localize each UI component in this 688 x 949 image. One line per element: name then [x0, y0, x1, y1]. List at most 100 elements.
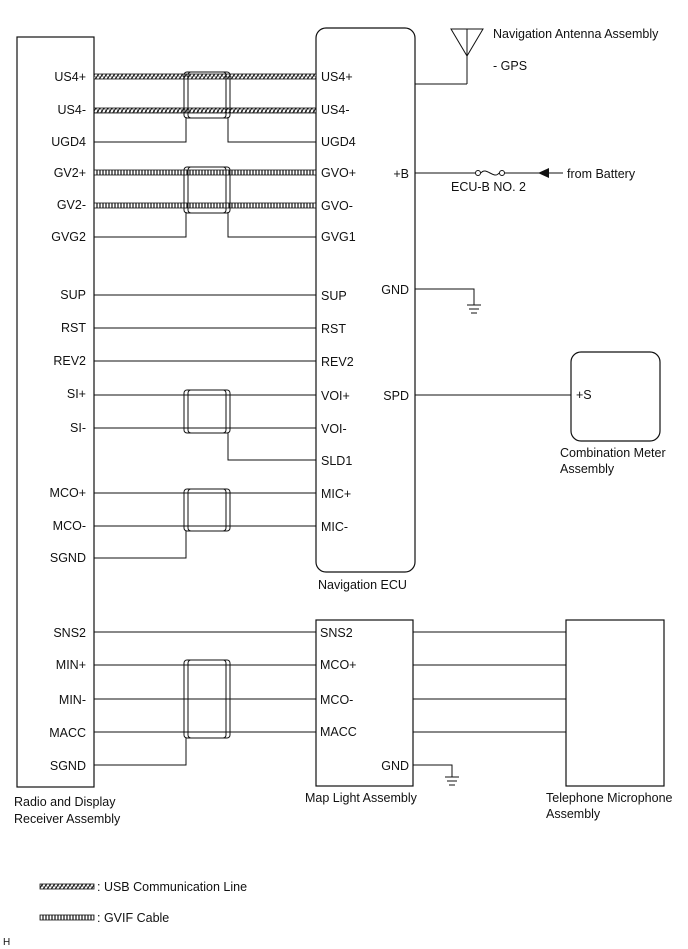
gvif-line-gv-minus [93, 202, 317, 209]
nav-ecu-pin-plus-b: +B [393, 167, 409, 181]
battery-arrow-icon [538, 168, 549, 178]
map-light-pin: MCO+ [320, 658, 356, 672]
radio-pin: GV2- [57, 198, 86, 212]
nav-ecu-pin: US4- [321, 103, 349, 117]
combination-meter-pin: +S [576, 388, 592, 402]
ground-wire-nav-ecu [415, 288, 475, 305]
antenna-label: Navigation Antenna Assembly [493, 27, 659, 41]
legend-usb-swatch [39, 883, 95, 890]
radio-receiver-assembly: Radio and Display Receiver Assembly [14, 36, 121, 826]
corner-mark: H [3, 937, 10, 948]
signal-wires [94, 117, 316, 766]
radio-pin: MCO- [53, 519, 86, 533]
legend-gvif-swatch [39, 914, 95, 921]
nav-ecu-pin: UGD4 [321, 135, 356, 149]
usb-line-us4-plus [93, 73, 317, 80]
nav-ecu-pin-spd: SPD [383, 389, 409, 403]
radio-receiver-label-line2: Receiver Assembly [14, 812, 121, 826]
radio-pin: SGND [50, 551, 86, 565]
map-light-pin-gnd: GND [381, 759, 409, 773]
telephone-microphone-assembly: Telephone Microphone Assembly [546, 619, 673, 821]
nav-ecu-pin: GVO- [321, 199, 353, 213]
map-light-pin: MCO- [320, 693, 353, 707]
map-light-box [315, 619, 414, 787]
shield-mic [183, 488, 231, 532]
shield-gvif [183, 166, 231, 214]
radio-pin: RST [61, 321, 86, 335]
radio-receiver-label-line1: Radio and Display [14, 795, 116, 809]
radio-pin: SI+ [67, 387, 86, 401]
ground-map-light [413, 764, 459, 786]
map-light-pin-labels: SNS2 MCO+ MCO- MACC GND [320, 626, 409, 773]
ground-nav-ecu [415, 288, 481, 314]
wire-ugd4-ecu [227, 117, 316, 143]
nav-ecu-pin: GVO+ [321, 166, 356, 180]
battery-label: from Battery [567, 167, 636, 181]
navigation-antenna: Navigation Antenna Assembly - GPS [415, 27, 659, 85]
usb-line-us4-minus [93, 107, 317, 114]
legend: : USB Communication Line : GVIF Cable [39, 880, 247, 925]
shield-voice [183, 389, 231, 434]
radio-pin: US4+ [54, 70, 86, 84]
nav-ecu-pin: GVG1 [321, 230, 356, 244]
nav-ecu-pin-gnd: GND [381, 283, 409, 297]
usb-communication-lines [93, 73, 317, 114]
wire-sld1 [227, 433, 316, 461]
radio-pin: UGD4 [51, 135, 86, 149]
combination-meter-box [570, 351, 661, 442]
gvif-cable-lines [93, 169, 317, 209]
map-light-assembly: Map Light Assembly [305, 619, 418, 805]
radio-receiver-box [16, 36, 95, 788]
map-light-to-microphone-wires [413, 631, 566, 733]
combination-meter-label-line2: Assembly [560, 462, 615, 476]
combination-meter-assembly: +S Combination Meter Assembly [560, 351, 666, 476]
telephone-microphone-label-line1: Telephone Microphone [546, 791, 673, 805]
map-light-label: Map Light Assembly [305, 791, 418, 805]
telephone-microphone-box [565, 619, 665, 787]
shield-usb [183, 71, 231, 119]
radio-pin: SI- [70, 421, 86, 435]
nav-ecu-pin: SUP [321, 289, 347, 303]
ground-wire-map-light [413, 764, 453, 777]
wire-ugd4-radio [94, 117, 187, 143]
shield-symbols [183, 71, 231, 739]
nav-ecu-pin: VOI- [321, 422, 347, 436]
radio-pin: SGND [50, 759, 86, 773]
radio-pin: SUP [60, 288, 86, 302]
nav-ecu-pin: US4+ [321, 70, 353, 84]
radio-pin: GV2+ [54, 166, 86, 180]
wire-gvg1-ecu [227, 212, 316, 238]
legend-gvif-label: : GVIF Cable [97, 911, 169, 925]
radio-pin: MIN+ [56, 658, 86, 672]
radio-pin: REV2 [53, 354, 86, 368]
radio-pin: MACC [49, 726, 86, 740]
wire-sgnd-2 [94, 738, 187, 766]
navigation-ecu: Navigation ECU [315, 27, 416, 592]
wire-sgnd-1 [94, 531, 187, 559]
wire-gvg2-radio [94, 212, 187, 238]
radio-pin-labels: US4+ US4- UGD4 GV2+ GV2- GVG2 SUP RST RE… [49, 70, 86, 773]
radio-pin: SNS2 [53, 626, 86, 640]
telephone-microphone-label-line2: Assembly [546, 807, 601, 821]
radio-pin: MCO+ [50, 486, 86, 500]
antenna-sublabel: - GPS [493, 59, 527, 73]
nav-ecu-pin: VOI+ [321, 389, 350, 403]
combination-meter-label-line1: Combination Meter [560, 446, 666, 460]
map-light-pin: MACC [320, 725, 357, 739]
gvif-line-gv-plus [93, 169, 317, 176]
nav-ecu-pin: MIC+ [321, 487, 351, 501]
nav-ecu-pin: SLD1 [321, 454, 352, 468]
navigation-ecu-box [315, 27, 416, 573]
navigation-ecu-label: Navigation ECU [318, 578, 407, 592]
radio-pin: MIN- [59, 693, 86, 707]
power-supply: ECU-B NO. 2 from Battery [415, 167, 636, 194]
nav-ecu-pin: RST [321, 322, 346, 336]
nav-ecu-pin: MIC- [321, 520, 348, 534]
nav-ecu-right-pin-labels: +B GND SPD [381, 167, 409, 403]
fuse-terminal-left [475, 170, 481, 176]
shield-map-light [183, 659, 231, 739]
radio-pin: GVG2 [51, 230, 86, 244]
nav-ecu-pin: REV2 [321, 355, 354, 369]
